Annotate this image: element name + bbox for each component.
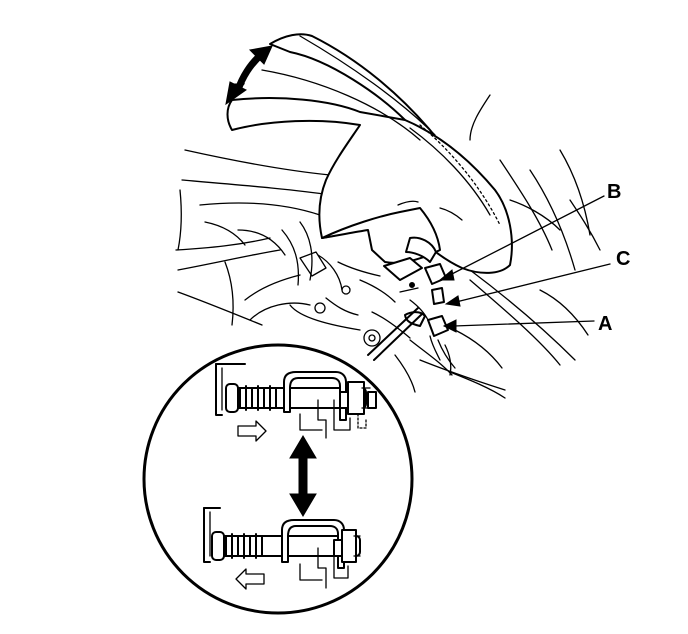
steering-column-cover (226, 33, 513, 281)
detail-upper-assembly (215, 363, 377, 439)
body-structure (175, 149, 601, 399)
callout-label-a: A (598, 313, 612, 335)
double-headed-curved-arrow-icon (225, 45, 273, 106)
detail-connector (367, 307, 423, 361)
double-headed-vertical-arrow-icon (289, 435, 317, 517)
detail-inset (142, 343, 414, 615)
hollow-arrow-left-icon (235, 568, 265, 590)
callout-label-b: B (607, 181, 621, 203)
callout-label-c: C (616, 248, 630, 270)
lock-cylinder-assembly (399, 263, 456, 376)
detail-lower-assembly (203, 507, 361, 589)
callout-leaders (438, 195, 611, 333)
hollow-arrow-right-icon (237, 420, 267, 442)
callout-labels: B C A (598, 181, 630, 335)
